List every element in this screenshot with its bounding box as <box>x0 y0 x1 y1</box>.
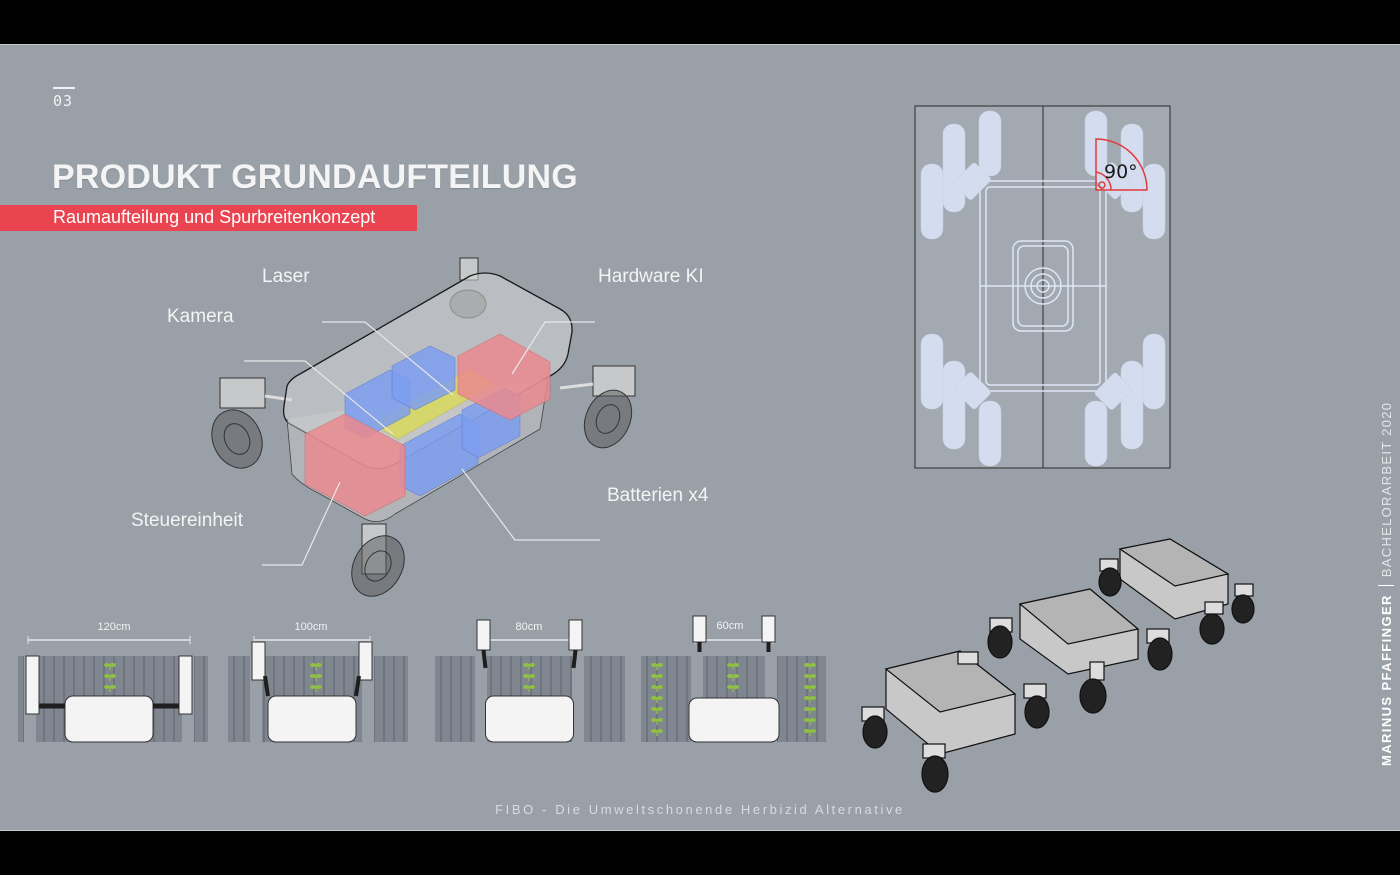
plant-icon <box>804 707 816 714</box>
leader-steuereinheit <box>262 481 341 566</box>
plant-icon <box>804 674 816 681</box>
plant-icon <box>310 685 322 692</box>
robot-variant-medium <box>987 588 1173 714</box>
angle-label: 90° <box>1104 161 1138 183</box>
wheel <box>251 641 266 681</box>
plant-icon <box>651 718 663 725</box>
leader-kamera <box>244 360 394 435</box>
wheel-arm <box>354 675 361 697</box>
label-hardware-ki: Hardware KI <box>598 266 704 287</box>
plant-icon <box>804 729 816 736</box>
page-number: 03 <box>53 92 74 110</box>
label-laser: Laser <box>262 266 310 287</box>
plant-icon <box>727 674 739 681</box>
plant-icon <box>804 685 816 692</box>
track-width-label-60: 60cm <box>716 620 744 632</box>
robot-body <box>688 697 780 743</box>
plant-icon <box>651 696 663 703</box>
plant-icon <box>104 663 116 670</box>
plant-icon <box>651 729 663 736</box>
plant-icon <box>651 663 663 670</box>
wheel <box>178 655 193 715</box>
wheel <box>25 655 40 715</box>
wheel-arm <box>263 675 270 697</box>
robot-variant-small <box>1098 538 1255 645</box>
wheel-arm <box>481 649 488 669</box>
plant-icon <box>523 674 535 681</box>
wheel <box>476 619 491 651</box>
top-view-drawing: 90° <box>914 105 1171 469</box>
battery-block-2 <box>391 345 456 411</box>
track-panel-3 <box>435 619 625 743</box>
plant-icon <box>523 663 535 670</box>
track-width-label-80: 80cm <box>515 621 543 633</box>
track-width-diagrams <box>18 615 826 743</box>
track-panel-2 <box>228 636 408 743</box>
robot-component-diagram <box>211 257 636 597</box>
wheel-module-right <box>559 365 636 449</box>
steuereinheit-block <box>304 413 406 517</box>
wheel-module-front <box>351 523 405 597</box>
plant-icon <box>104 685 116 692</box>
plant-icon <box>727 663 739 670</box>
author-name: MARINUS PFAFFINGER <box>1378 594 1394 766</box>
plant-icon <box>651 685 663 692</box>
track-panel-1 <box>18 636 208 743</box>
wheel <box>568 619 583 651</box>
plant-icon <box>310 663 322 670</box>
page-number-rule <box>53 87 75 89</box>
label-batterien: Batterien x4 <box>607 485 709 506</box>
credit-separator <box>1378 585 1394 587</box>
plant-icon <box>523 685 535 692</box>
robot-variants-illustration <box>861 538 1255 793</box>
work-title: BACHELORARBEIT 2020 <box>1378 401 1394 578</box>
plant-icon <box>651 674 663 681</box>
plant-icon <box>804 696 816 703</box>
plant-icon <box>804 663 816 670</box>
hardware-ki-block <box>457 333 551 421</box>
wheel <box>761 615 776 643</box>
plant-icon <box>727 685 739 692</box>
robot-variant-large <box>861 650 1050 793</box>
slide-title: PRODUKT GRUNDAUFTEILUNG <box>52 158 578 196</box>
leader-laser <box>322 321 454 396</box>
subtitle-bar <box>0 205 417 231</box>
wheel-module-left <box>211 377 293 469</box>
angle-marker <box>1095 138 1148 191</box>
robot-body <box>485 695 574 743</box>
plant-icon <box>651 707 663 714</box>
plant-icon <box>804 718 816 725</box>
plant-icon <box>310 674 322 681</box>
top-view-wheels <box>920 110 1166 467</box>
footer-text: FIBO - Die Umweltschonende Herbizid Alte… <box>495 802 905 817</box>
track-width-label-100: 100cm <box>294 621 328 633</box>
track-width-label-120: 120cm <box>97 621 131 633</box>
track-panel-4 <box>641 615 826 743</box>
wheel-arm <box>571 649 578 669</box>
robot-body <box>267 695 357 743</box>
wheel <box>692 615 707 643</box>
leader-batterien <box>461 468 600 541</box>
robot-body <box>64 695 154 743</box>
leader-hardware-ki <box>511 321 595 375</box>
label-steuereinheit: Steuereinheit <box>131 510 243 531</box>
plant-icon <box>104 674 116 681</box>
wheel <box>358 641 373 681</box>
label-kamera: Kamera <box>167 306 234 327</box>
vertical-credit: MARINUS PFAFFINGER BACHELORARBEIT 2020 <box>1378 402 1394 766</box>
slide-subtitle: Raumaufteilung und Spurbreitenkonzept <box>53 207 376 227</box>
slide: 03 PRODUKT GRUNDAUFTEILUNG Raumaufteilun… <box>0 44 1400 831</box>
